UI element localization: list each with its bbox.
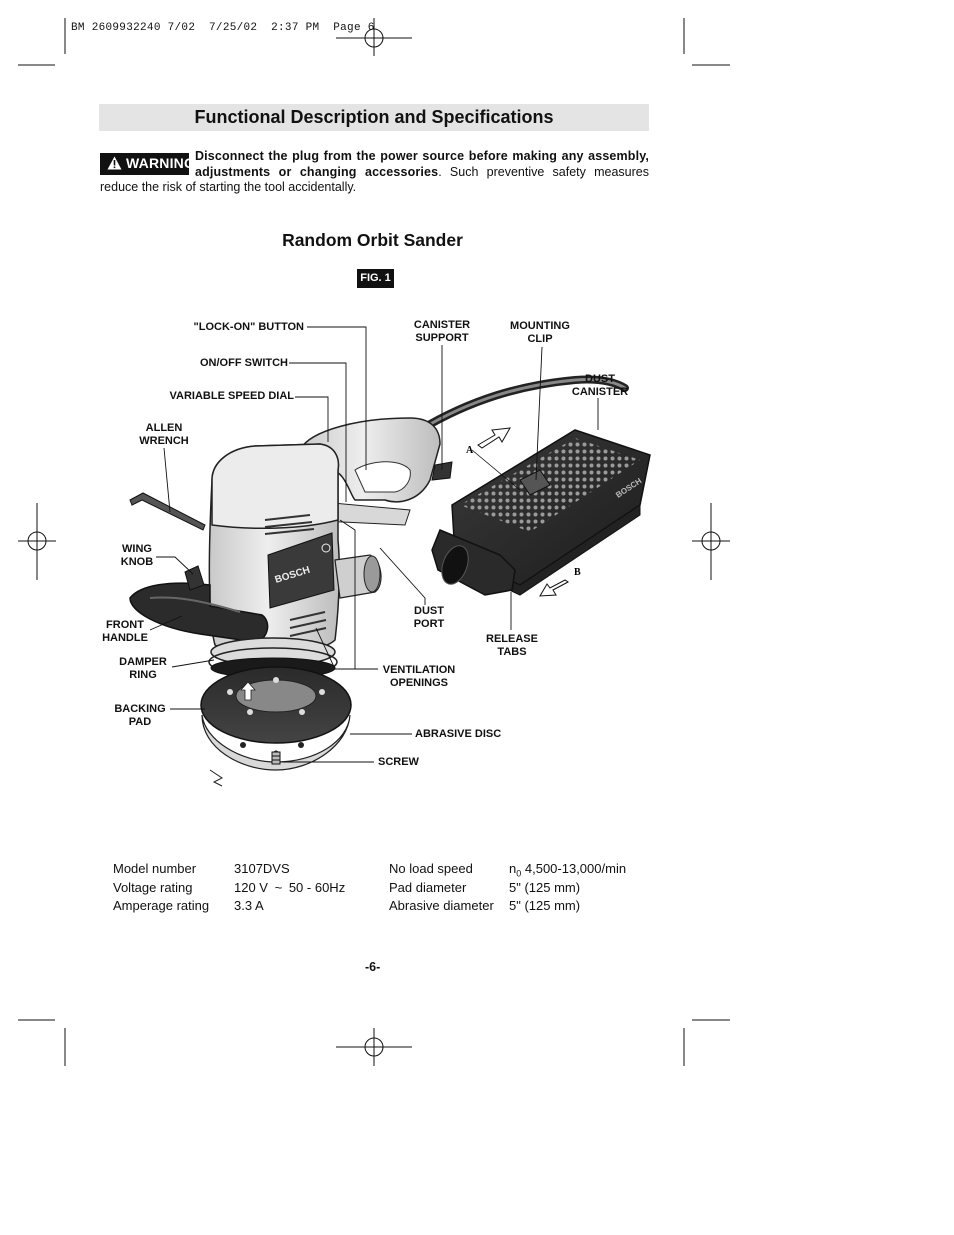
callout-mounting-clip: MOUNTING CLIP: [500, 320, 580, 345]
sander-main-body: BOSCH: [208, 443, 340, 655]
spec-value-no-load-speed: n0 4,500-13,000/min: [509, 861, 626, 879]
ac-wave-symbol: ~: [274, 880, 283, 895]
warning-normal-text: . Such preventive safety measures reduce…: [100, 164, 649, 195]
callout-ventilation-openings-line2: OPENINGS: [389, 676, 449, 689]
sander-front-handle: [129, 565, 269, 643]
warning-bold-text: Disconnect the plug from the power sourc…: [195, 149, 649, 179]
callout-dust-port-line1: DUST: [414, 605, 444, 617]
spec-frequency-value: 50 - 60Hz: [288, 880, 346, 895]
spec-value-model-number: 3107DVS: [234, 861, 290, 876]
sander-screw: [271, 751, 281, 765]
spec-label-no-load-speed: No load speed: [389, 861, 473, 876]
callout-dust-canister: DUST CANISTER: [560, 373, 640, 398]
dust-canister-illustration: BOSCH: [431, 429, 651, 596]
callout-ventilation-openings-line1: VENTILATION: [382, 664, 456, 676]
printer-slug-line: BM 2609932240 7/02 7/25/02 2:37 PM Page …: [71, 22, 375, 34]
callout-front-handle-line2: HANDLE: [102, 631, 148, 644]
callout-on-off-switch: ON/OFF SWITCH: [200, 357, 288, 369]
callout-dust-canister-line2: CANISTER: [571, 385, 629, 398]
warning-badge: WARNING: [100, 153, 195, 175]
callout-damper-ring-line1: DAMPER: [119, 656, 167, 668]
sander-dust-port: [334, 554, 382, 599]
spec-voltage-value: 120 V: [234, 880, 268, 895]
spec-label-pad-diameter: Pad diameter: [389, 880, 467, 895]
spec-value-pad-diameter: 5" (125 mm): [509, 880, 581, 895]
page-title-band: Functional Description and Specification…: [99, 104, 649, 131]
direction-arrow-b: B: [539, 567, 581, 597]
warning-badge-label: WARNING: [126, 155, 196, 171]
callout-release-tabs-line1: RELEASE: [486, 633, 538, 645]
callout-backing-pad-line2: PAD: [128, 715, 152, 728]
callout-damper-ring: DAMPER RING: [108, 656, 178, 681]
callout-canister-support-line1: CANISTER: [413, 319, 471, 331]
warning-paragraph: Disconnect the plug from the power sourc…: [100, 149, 649, 196]
spec-label-voltage-rating: Voltage rating: [113, 880, 193, 895]
callout-wing-knob-line2: KNOB: [120, 555, 154, 568]
spec-label-abrasive-diameter: Abrasive diameter: [389, 898, 494, 913]
spec-label-model-number: Model number: [113, 861, 197, 876]
callout-allen-wrench: ALLEN WRENCH: [124, 422, 204, 447]
spec-speed-symbol: n: [509, 861, 517, 876]
power-cord: [416, 375, 629, 434]
sander-rear-handle: [299, 417, 441, 526]
callout-leader-lines: [149, 326, 599, 763]
warning-triangle-icon: [107, 156, 122, 170]
callout-screw: SCREW: [378, 756, 419, 768]
sander-abrasive-disc: [201, 714, 351, 771]
direction-arrow-a: A: [466, 427, 521, 491]
callout-release-tabs: RELEASE TABS: [472, 633, 552, 658]
page-title: Functional Description and Specification…: [194, 107, 554, 127]
spec-label-amperage-rating: Amperage rating: [113, 898, 210, 913]
callout-allen-wrench-line1: ALLEN: [145, 422, 183, 434]
callout-variable-speed-dial: VARIABLE SPEED DIAL: [169, 390, 294, 402]
spec-speed-subscript: 0: [516, 868, 522, 879]
callout-front-handle: FRONT HANDLE: [90, 619, 160, 644]
callout-backing-pad-line1: BACKING: [114, 703, 166, 715]
spec-speed-value: 4,500-13,000/min: [524, 861, 627, 876]
callout-mounting-clip-line1: MOUNTING: [510, 320, 570, 332]
callout-dust-port-line2: PORT: [413, 617, 445, 630]
section-title: Random Orbit Sander: [282, 230, 463, 250]
arrow-label-b: B: [574, 567, 581, 578]
page-number: -6-: [365, 960, 381, 974]
callout-release-tabs-line2: TABS: [497, 645, 527, 658]
callout-dust-canister-line1: DUST: [585, 373, 615, 385]
callout-canister-support: CANISTER SUPPORT: [402, 319, 482, 344]
callout-abrasive-disc: ABRASIVE DISC: [415, 728, 502, 740]
spec-value-amperage-rating: 3.3 A: [234, 898, 264, 913]
callout-canister-support-line2: SUPPORT: [415, 331, 469, 344]
callout-front-handle-line1: FRONT: [106, 619, 144, 631]
callout-mounting-clip-line2: CLIP: [527, 332, 553, 345]
callout-allen-wrench-line2: WRENCH: [139, 434, 189, 447]
spec-value-voltage-rating: 120 V ~ 50 - 60Hz: [234, 880, 345, 895]
callout-lock-on-button: "LOCK-ON" BUTTON: [193, 321, 304, 333]
callout-dust-port: DUST PORT: [399, 605, 459, 630]
spec-value-abrasive-diameter: 5" (125 mm): [509, 898, 581, 913]
arrow-label-a: A: [466, 445, 474, 456]
callout-backing-pad: BACKING PAD: [105, 703, 175, 728]
callout-wing-knob: WING KNOB: [106, 543, 168, 568]
callout-wing-knob-line1: WING: [122, 543, 152, 555]
callout-ventilation-openings: VENTILATION OPENINGS: [374, 664, 464, 689]
callout-damper-ring-line2: RING: [129, 668, 157, 681]
sander-backing-pad: [200, 666, 352, 744]
figure-label: FIG. 1: [357, 269, 394, 288]
